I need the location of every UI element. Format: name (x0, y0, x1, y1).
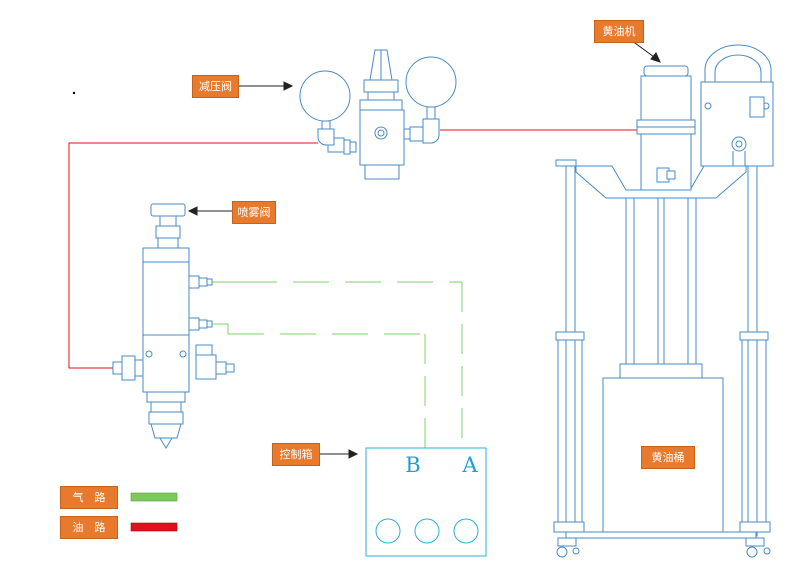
label-control-box: 控制箱 (272, 443, 320, 466)
control-knob (414, 518, 440, 544)
stray-dot (72, 91, 76, 95)
label-spray-valve: 喷雾阀 (232, 201, 276, 224)
air-lines (212, 281, 463, 448)
legend-oil-swatch (130, 522, 178, 532)
control-box-port-b: B (405, 453, 420, 477)
grease-pump-station (553, 44, 774, 558)
label-grease-pump: 黄油机 (594, 20, 644, 43)
legend-oil-label: 油 路 (60, 516, 118, 539)
legend-air-label: 气 路 (60, 486, 118, 509)
control-knob (375, 518, 401, 544)
label-grease-bucket: 黄油桶 (641, 446, 695, 469)
control-box (365, 447, 487, 557)
oil-line (68, 129, 640, 369)
spray-valve (112, 203, 235, 449)
pressure-reducing-valve (299, 49, 457, 180)
label-pressure-reducing-valve: 减压阀 (192, 75, 239, 98)
legend-air-swatch (130, 492, 178, 502)
control-box-port-a: A (461, 453, 478, 477)
control-knob (453, 518, 479, 544)
